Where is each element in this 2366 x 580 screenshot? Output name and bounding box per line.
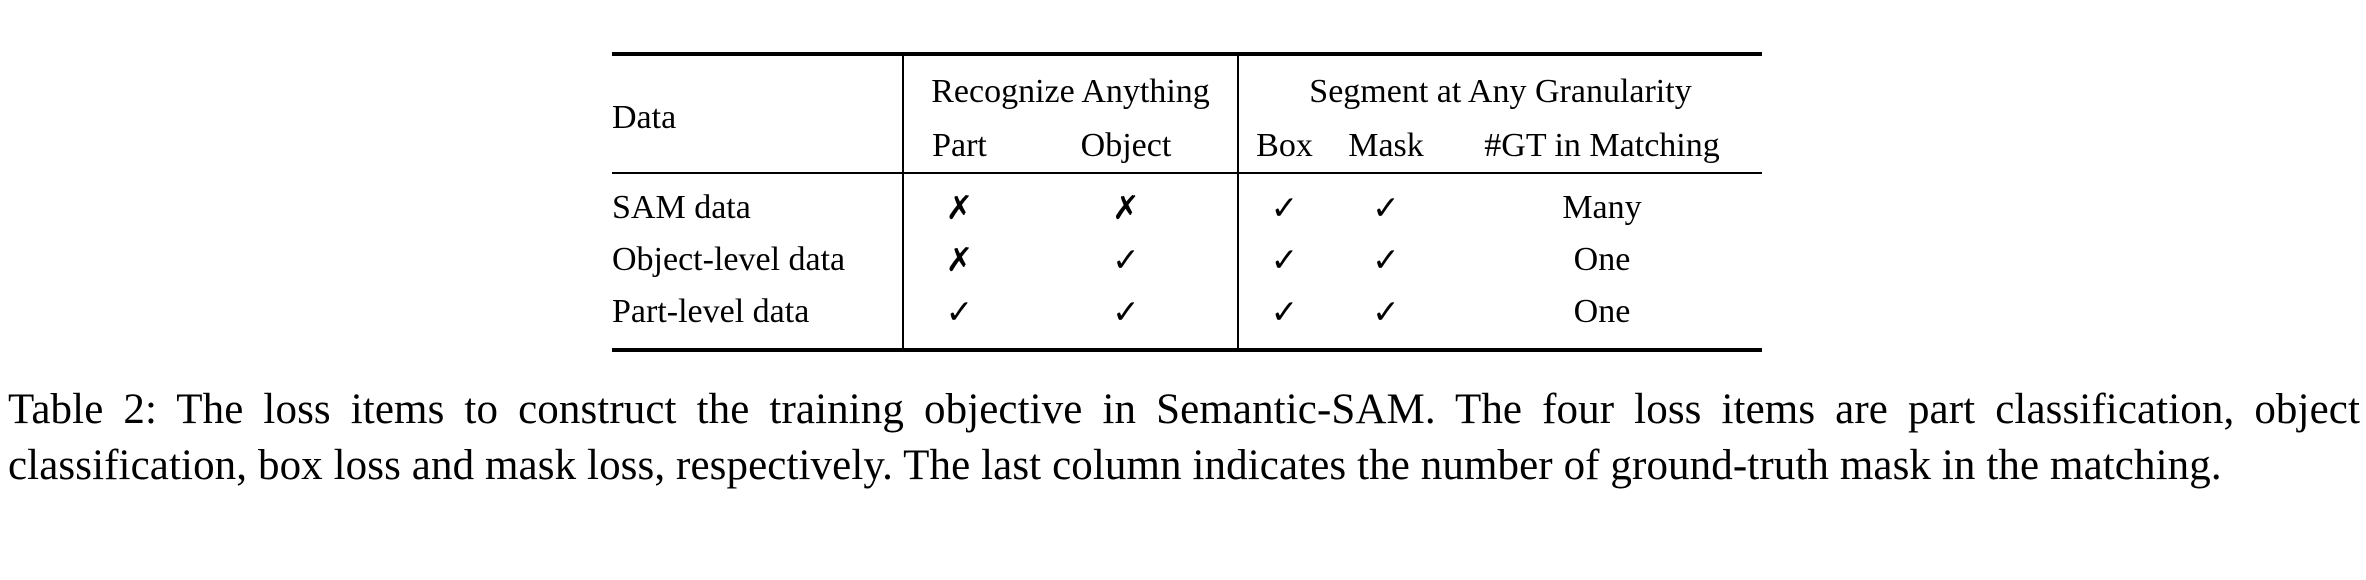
header-top-pad	[612, 56, 1762, 64]
header-group-segment-any-granularity: Segment at Any Granularity	[1237, 64, 1762, 120]
check-icon: ✓	[1372, 239, 1400, 279]
row-label: Part-level data	[612, 293, 810, 330]
header-object: Object	[1080, 127, 1172, 164]
cell-gt: One	[1573, 241, 1631, 278]
cell-box: ✓	[1237, 182, 1330, 234]
body-bottom-pad	[612, 338, 1762, 350]
header-data: Data	[612, 99, 677, 136]
cell-part: ✓	[902, 286, 1015, 338]
cross-icon: ✗	[1112, 187, 1140, 227]
cell-mask: ✓	[1330, 234, 1442, 286]
header-sub-row: Part Object Box Mask #GT in Matching	[612, 120, 1762, 173]
check-icon: ✓	[1112, 291, 1140, 331]
cell-part: ✗	[902, 234, 1015, 286]
table-caption: Table 2: The loss items to construct the…	[8, 386, 2360, 489]
check-icon: ✓	[1372, 291, 1400, 331]
cell-object: ✗	[1015, 182, 1238, 234]
table-2: Data Recognize Anything Segment at Any G…	[612, 52, 1762, 354]
check-icon: ✓	[1112, 239, 1140, 279]
cell-box: ✓	[1237, 286, 1330, 338]
check-icon: ✓	[1270, 291, 1299, 331]
table-row: Object-level data ✗ ✓ ✓ ✓ One	[612, 234, 1762, 286]
header-box: Box	[1237, 120, 1330, 173]
header-group-recognize-anything: Recognize Anything	[902, 64, 1238, 120]
loss-items-table: Data Recognize Anything Segment at Any G…	[612, 52, 1762, 354]
cell-box: ✓	[1237, 234, 1330, 286]
check-icon: ✓	[1270, 239, 1299, 279]
check-icon: ✓	[1372, 187, 1400, 227]
row-label: SAM data	[612, 189, 751, 226]
cell-part: ✗	[902, 182, 1015, 234]
header-mask: Mask	[1348, 127, 1424, 164]
header-part: Part	[902, 120, 1015, 173]
cross-icon: ✗	[945, 187, 974, 227]
table-row: Part-level data ✓ ✓ ✓ ✓ One	[612, 286, 1762, 338]
cell-gt: Many	[1562, 189, 1642, 226]
cross-icon: ✗	[945, 239, 974, 279]
header-gt-in-matching: #GT in Matching	[1484, 127, 1720, 164]
cell-mask: ✓	[1330, 182, 1442, 234]
cell-object: ✓	[1015, 286, 1238, 338]
cell-object: ✓	[1015, 234, 1238, 286]
body-top-pad	[612, 174, 1762, 182]
table-bottom-rule	[612, 348, 1762, 354]
header-group-row: Data Recognize Anything Segment at Any G…	[612, 64, 1762, 135]
check-icon: ✓	[945, 291, 974, 331]
row-label: Object-level data	[612, 241, 846, 278]
cell-mask: ✓	[1330, 286, 1442, 338]
table-row: SAM data ✗ ✗ ✓ ✓ Many	[612, 182, 1762, 234]
cell-gt: One	[1573, 293, 1631, 330]
check-icon: ✓	[1270, 187, 1299, 227]
